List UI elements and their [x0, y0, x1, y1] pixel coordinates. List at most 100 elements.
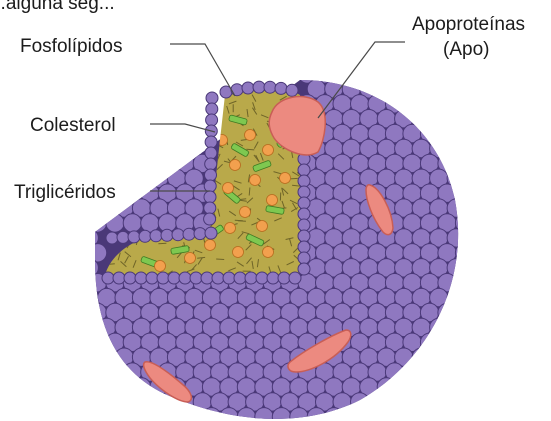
fatty-acid-tail — [106, 205, 114, 208]
phospholipid-head — [465, 110, 483, 128]
phospholipid-head — [193, 65, 211, 83]
phospholipid-head — [98, 80, 116, 98]
phospholipid-head — [150, 408, 168, 421]
phospholipid-head — [412, 80, 430, 98]
phospholipid-head — [385, 65, 403, 83]
triglyceride-droplet — [280, 173, 291, 184]
phospholipid-head — [465, 139, 483, 157]
rim-phospholipid-head — [206, 92, 218, 104]
triglyceride-droplet — [233, 247, 244, 258]
phospholipid-head — [325, 408, 343, 421]
phospholipid-head — [438, 363, 456, 381]
phospholipid-head — [132, 110, 150, 128]
phospholipid-head — [202, 408, 220, 421]
fatty-acid-tail — [202, 105, 205, 113]
phospholipid-head — [228, 65, 246, 83]
phospholipid-head — [412, 348, 430, 366]
rim-phospholipid-head — [298, 164, 310, 176]
phospholipid-head — [115, 139, 133, 157]
phospholipid-head — [88, 154, 106, 172]
fatty-acid-tail — [123, 182, 131, 183]
phospholipid-head — [368, 393, 386, 411]
phospholipid-head — [115, 378, 133, 396]
phospholipid-head — [377, 408, 395, 421]
phospholipid-head — [447, 348, 465, 366]
fatty-acid-tail — [124, 199, 128, 206]
rim-phospholipid-head — [168, 272, 180, 284]
fatty-acid-tail — [201, 100, 206, 106]
phospholipid-head — [123, 65, 141, 83]
fatty-acid-tail — [129, 145, 132, 152]
phospholipid-head — [185, 408, 203, 421]
phospholipid-head — [123, 124, 141, 142]
fatty-acid-tail — [134, 157, 140, 163]
phospholipid-head — [333, 65, 351, 83]
fatty-acid-tail — [180, 140, 182, 148]
phospholipid-head — [80, 288, 98, 306]
phospholipid-head — [71, 363, 89, 381]
fatty-acid-tail — [200, 102, 204, 109]
phospholipid-head — [455, 274, 473, 292]
phospholipid-head — [141, 95, 159, 113]
phospholipid-head — [106, 65, 124, 83]
fatty-acid-tail — [173, 126, 177, 133]
phospholipid-head — [351, 65, 369, 83]
fatty-acid-tail — [126, 92, 132, 98]
phospholipid-head — [237, 408, 255, 421]
rim-phospholipid-head — [278, 272, 290, 284]
triglyceride-droplet — [240, 207, 251, 218]
phospholipid-head — [71, 303, 89, 321]
phospholipid-head — [106, 154, 124, 172]
phospholipid-head — [403, 95, 421, 113]
rim-phospholipid-head — [128, 231, 140, 243]
phospholipid-head — [403, 393, 421, 411]
label-fosfolipidos: Fosfolípidos — [20, 36, 122, 57]
phospholipid-head — [377, 378, 395, 396]
phospholipid-head — [430, 80, 448, 98]
fatty-acid-tail — [162, 96, 165, 104]
fatty-acid-tail — [153, 99, 157, 106]
rim-phospholipid-head — [201, 272, 213, 284]
fatty-acid-tail — [183, 104, 191, 105]
rim-phospholipid-head — [117, 231, 129, 243]
rim-phospholipid-head — [231, 84, 243, 96]
phospholipid-head — [80, 318, 98, 336]
fatty-acid-tail — [150, 146, 153, 154]
phospholipid-head — [368, 65, 386, 83]
triglyceride-droplet — [257, 221, 268, 232]
fatty-acid-tail — [123, 186, 129, 192]
phospholipid-head — [395, 378, 413, 396]
rim-phospholipid-head — [212, 272, 224, 284]
fatty-acid-tail — [159, 155, 163, 162]
fatty-acid-tail — [106, 167, 107, 175]
phospholipid-head — [98, 408, 116, 421]
fatty-acid-tail — [168, 104, 176, 107]
rim-phospholipid-head — [298, 252, 310, 264]
phospholipid-head — [176, 65, 194, 83]
phospholipid-head — [360, 408, 378, 421]
phospholipid-head — [395, 80, 413, 98]
triglyceride-droplet — [185, 253, 196, 264]
phospholipid-head — [455, 244, 473, 262]
rim-phospholipid-head — [234, 272, 246, 284]
phospholipid-head — [115, 110, 133, 128]
fatty-acid-tail — [115, 158, 116, 166]
phospholipid-head — [80, 80, 98, 98]
fatty-acid-tail — [167, 109, 171, 116]
phospholipid-head — [403, 363, 421, 381]
phospholipid-head — [158, 124, 176, 142]
phospholipid-head — [447, 139, 465, 157]
fatty-acid-tail — [179, 161, 185, 166]
phospholipid-head — [71, 393, 89, 411]
phospholipid-head — [88, 214, 106, 232]
phospholipid-head — [150, 110, 168, 128]
phospholipid-head — [455, 333, 473, 351]
fatty-acid-tail — [146, 148, 154, 150]
fatty-acid-tail — [170, 95, 178, 97]
phospholipid-head — [141, 154, 159, 172]
triglyceride-droplet — [223, 183, 234, 194]
phospholipid-head — [455, 363, 473, 381]
triglyceride-droplet — [263, 247, 274, 258]
phospholipid-head — [132, 378, 150, 396]
rim-phospholipid-head — [245, 272, 257, 284]
